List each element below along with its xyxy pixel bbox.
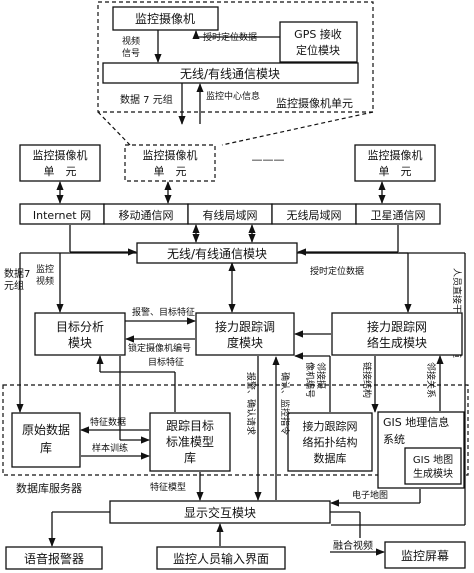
relay-schedule-label-line2: 度模块 — [227, 335, 263, 350]
relay-schedule-box — [195, 312, 295, 356]
display-module-label: 显示交互模块 — [184, 505, 256, 520]
voice-alarm-label: 语音报警器 — [24, 551, 84, 566]
topo-db-label-line3: 数据库 — [314, 451, 347, 465]
gps-module-box — [279, 21, 358, 63]
operator-ui-box — [156, 546, 286, 570]
adjacent-cam-label-line2: 像机编号 — [304, 362, 316, 398]
fused-video-label: 融合视频 — [333, 539, 373, 552]
timing-data-label-top: 授时定位数据 — [203, 31, 257, 43]
feature-data-label: 特征数据 — [90, 416, 126, 428]
raw-db-box — [11, 412, 81, 468]
network-internet-label: Internet 网 — [33, 209, 91, 222]
raw-db-label-line2: 库 — [40, 440, 52, 455]
monitor-video-label-line2: 视频 — [36, 275, 54, 287]
target-analysis-label-line2: 模块 — [68, 336, 92, 350]
camera-units-ellipsis: ——— — [252, 153, 285, 166]
voice-alarm-box — [5, 546, 103, 570]
adjacent-cam-label-line1: 邻接摄 — [315, 362, 327, 389]
camera-label: 监控摄像机 — [135, 11, 195, 26]
gis-label-line2: 系统 — [383, 433, 405, 446]
gis-map-gen-box — [404, 447, 462, 485]
feature-model-label: 特征模型 — [150, 481, 186, 493]
center-info-label: 监控中心信息 — [206, 90, 260, 102]
data-group-label-top: 数据 7 元组 — [120, 93, 173, 106]
topo-db-box — [287, 412, 373, 472]
topo-db-label-line2: 络拓扑结构 — [303, 435, 358, 449]
db-server-region — [2, 384, 469, 476]
alarm-feature-label: 报警、目标特征 — [132, 306, 195, 318]
top-wireless-module-box — [102, 62, 359, 84]
zoom-line-left — [97, 111, 131, 146]
lock-camera-label: 锁定摄像机编号 — [128, 342, 191, 354]
network-wired-lan-label: 有线局域网 — [203, 208, 258, 222]
track-model-box — [149, 412, 231, 472]
gis-map-label-line2: 生成模块 — [413, 467, 453, 480]
adjacent-rel-label: 邻接关系 — [425, 362, 437, 398]
gis-map-label-line1: GIS 地图 — [413, 453, 453, 466]
camera-unit-dashed-border — [97, 1, 374, 113]
timing-data-label-center: 授时定位数据 — [310, 265, 364, 277]
camera-unit-3-line2: 单 元 — [379, 165, 412, 178]
relay-net-gen-label-line1: 接力跟踪网 — [367, 319, 427, 334]
zoom-line-right — [221, 111, 374, 146]
monitor-screen-box — [384, 541, 466, 569]
camera-unit-box-3 — [354, 144, 436, 182]
camera-unit-1-line1: 监控摄像机 — [33, 148, 88, 162]
target-feature-label: 目标特征 — [148, 356, 184, 368]
relay-schedule-label-line1: 接力跟踪调 — [215, 319, 275, 334]
camera-unit-box-2 — [124, 144, 216, 182]
network-satellite-label: 卫星通信网 — [371, 209, 426, 222]
operator-ui-label: 监控人员输入界面 — [173, 551, 269, 566]
video-signal-line2: 信号 — [122, 47, 140, 59]
top-wireless-module-label: 无线/有线通信模块 — [180, 67, 280, 81]
alarm-confirm-label: 报警、确认请求 — [245, 372, 257, 435]
relay-net-gen-label-line2: 络生成模块 — [367, 335, 427, 350]
camera-unit-caption: 监控摄像机单元 — [276, 96, 353, 110]
track-model-label-line2: 标准模型 — [166, 435, 214, 449]
gps-label-line1: GPS 接收 — [294, 27, 342, 41]
network-wireless-lan-label: 无线局域网 — [287, 208, 342, 222]
monitor-video-label-line1: 监控 — [36, 263, 54, 275]
camera-unit-1-line2: 单 元 — [44, 165, 77, 178]
sample-train-label: 样本训练 — [92, 442, 128, 454]
data-group-label-line2: 元组 — [4, 279, 24, 292]
track-model-label-line1: 跟踪目标 — [166, 419, 214, 433]
raw-db-label-line1: 原始数据 — [22, 422, 70, 437]
monitor-screen-label: 监控屏幕 — [401, 549, 449, 563]
camera-unit-2-line2: 单 元 — [154, 165, 187, 178]
video-signal-line1: 视频 — [122, 35, 140, 47]
confirm-cmd-label: 确认、监控指令 — [279, 372, 291, 435]
camera-unit-3-line1: 监控摄像机 — [368, 148, 423, 162]
data-group-label-line1: 数据7 — [4, 267, 30, 280]
target-analysis-box — [34, 312, 126, 356]
link-struct-label: 链接结构 — [361, 362, 373, 398]
target-analysis-label-line1: 目标分析 — [56, 320, 104, 334]
db-server-label: 数据库服务器 — [16, 481, 82, 495]
gis-label-line1: GIS 地理信息 — [383, 415, 449, 429]
relay-net-gen-box — [331, 312, 463, 356]
camera-unit-2-line1: 监控摄像机 — [143, 148, 198, 162]
topo-db-label-line1: 接力跟踪网 — [303, 419, 358, 433]
camera-box — [112, 6, 219, 31]
network-box-satellite — [355, 203, 441, 225]
camera-unit-box-1 — [19, 144, 101, 182]
center-wireless-module-label: 无线/有线通信模块 — [167, 247, 267, 261]
gps-label-line2: 定位模块 — [296, 43, 340, 57]
network-mobile-label: 移动通信网 — [119, 209, 174, 222]
electronic-map-label: 电子地图 — [352, 489, 388, 501]
track-model-label-line3: 库 — [184, 450, 196, 465]
